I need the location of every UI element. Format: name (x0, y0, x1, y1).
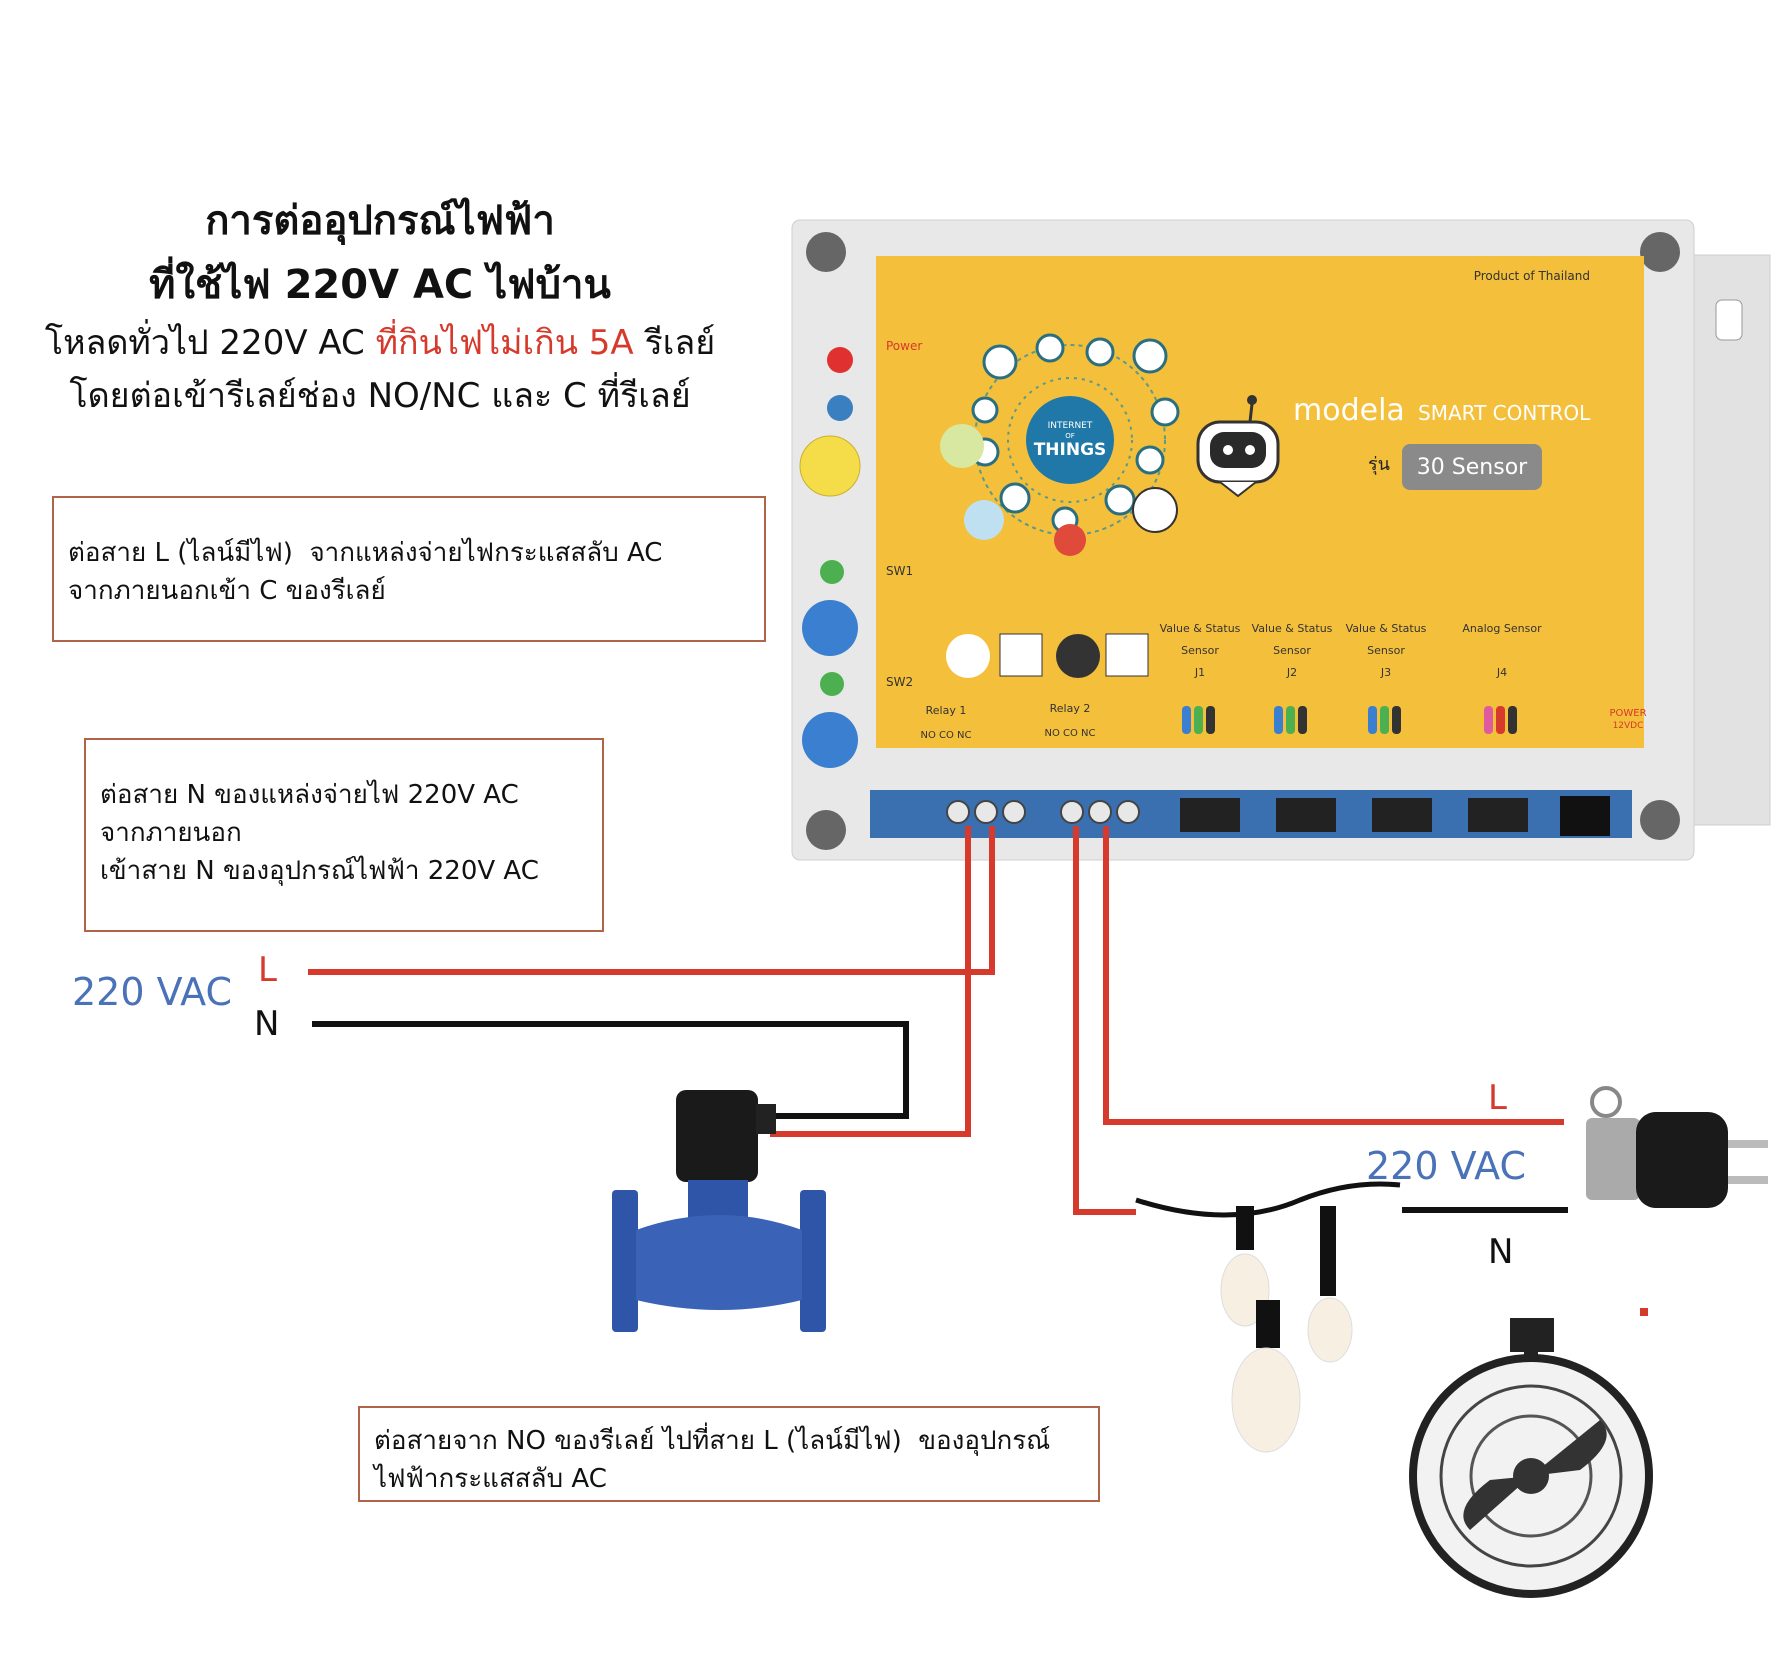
brand-name: modela (1293, 393, 1405, 428)
relay2-live-wire (1103, 826, 1564, 1125)
title-line-2: ที่ใช้ไฟ 220V AC ไฟบ้าน (149, 262, 611, 308)
iot-text-3: THINGS (1034, 440, 1107, 460)
front-panel: INTERNET OF THINGS modela SMART CONTROL … (876, 256, 1647, 748)
port-2-sub: Sensor (1367, 644, 1405, 657)
sw2-label: SW2 (886, 675, 913, 689)
relay-2-label: Relay 2 (1050, 702, 1091, 715)
port-0-wire-2 (1206, 706, 1215, 734)
title-line-4: โดยต่อเข้ารีเลย์ช่อง NO/NC และ C ที่รีเล… (69, 376, 691, 416)
solenoid-valve-icon (612, 1090, 826, 1332)
iot-text-1: INTERNET (1048, 421, 1093, 431)
sw2-button (802, 712, 858, 768)
sw1-led (820, 560, 844, 584)
google-play-icon (1056, 634, 1100, 678)
note-1-line-2: จากภายนอกเข้า C ของรีเลย์ (68, 576, 386, 606)
port-1-wire-1 (1286, 706, 1295, 734)
robot-logo-icon (1196, 395, 1280, 498)
qr-code-android-icon (1105, 633, 1149, 677)
terminal-block (870, 790, 1632, 838)
relay-1-pins: NO CO NC (920, 730, 971, 741)
note-2-line-1: ต่อสาย N ของแหล่งจ่ายไฟ 220V AC (100, 780, 519, 810)
port-1-sub: Sensor (1273, 644, 1311, 657)
note-1-line-1: ต่อสาย L (ไลน์มีไฟ) จากแหล่งจ่ายไฟกระแสส… (68, 538, 663, 568)
qr-code-ios-icon (999, 633, 1043, 677)
port-3-wire-1 (1496, 706, 1505, 734)
port-2-title: Value & Status (1346, 622, 1427, 635)
iot-text-2: OF (1065, 432, 1075, 440)
port-3-title: Analog Sensor (1462, 622, 1542, 635)
port-2-wire-2 (1392, 706, 1401, 734)
port-3-id: J4 (1496, 666, 1507, 679)
live-supply-wire (308, 826, 995, 975)
sw2-led (820, 672, 844, 696)
power-label: Power (886, 339, 922, 353)
note-2-line-2: จากภายนอก (100, 818, 242, 848)
power-in-label: POWER (1609, 708, 1646, 719)
port-1-id: J2 (1286, 666, 1297, 679)
note-2-line-3: เข้าสาย N ของอุปกรณ์ไฟฟ้า 220V AC (100, 856, 539, 886)
port-1-title: Value & Status (1252, 622, 1333, 635)
port-3-wire-0 (1484, 706, 1493, 734)
product-name: SMART CONTROL (1418, 401, 1591, 425)
port-0-wire-0 (1182, 706, 1191, 734)
yellow-button (799, 435, 861, 497)
note-neutral: ต่อสาย N ของแหล่งจ่ายไฟ 220V AC จากภายนอ… (84, 738, 604, 932)
note-live-to-common: ต่อสาย L (ไลน์มีไฟ) จากแหล่งจ่ายไฟกระแสส… (52, 496, 766, 642)
left-supply-voltage: 220 VAC (72, 970, 233, 1014)
title-line-3-highlight: ที่กินไฟไม่เกิน 5A (375, 323, 634, 363)
left-neutral-label: N (254, 1004, 280, 1044)
apple-icon (946, 634, 990, 678)
note-no-to-load: ต่อสายจาก NO ของรีเลย์ ไปที่สาย L (ไลน์ม… (358, 1406, 1100, 1502)
port-1-wire-2 (1298, 706, 1307, 734)
note-3-line-1: ต่อสายจาก NO ของรีเลย์ ไปที่สาย L (ไลน์ม… (374, 1426, 1051, 1456)
red-dot-mark (1640, 1308, 1648, 1316)
port-0-wire-1 (1194, 706, 1203, 734)
title-line-3-a: โหลดทั่วไป 220V AC (44, 323, 376, 363)
title-line-3-c: รีเลย์ (633, 323, 716, 363)
model-prefix: รุ่น (1368, 454, 1390, 475)
power-led (827, 347, 853, 373)
neutral-supply-wire (312, 1021, 909, 1119)
port-0-id: J1 (1194, 666, 1205, 679)
relay-1-label: Relay 1 (926, 704, 967, 717)
port-3-wire-2 (1508, 706, 1517, 734)
relay-2-pins: NO CO NC (1044, 728, 1095, 739)
relay2-no-wire (1073, 826, 1136, 1215)
port-2-wire-0 (1368, 706, 1377, 734)
model-badge: 30 Sensor (1417, 455, 1528, 480)
wires (308, 826, 1568, 1215)
light-bulbs-icon (1135, 1181, 1401, 1453)
port-0-sub: Sensor (1181, 644, 1219, 657)
left-live-label: L (258, 950, 277, 990)
power-in-voltage: 12VDC (1613, 721, 1644, 731)
made-in-label: Product of Thailand (1474, 269, 1590, 283)
port-1-wire-0 (1274, 706, 1283, 734)
relay1-to-valve-wire (770, 826, 971, 1137)
note-3-line-2: ไฟฟ้ากระแสสลับ AC (374, 1464, 607, 1494)
power-plug-icon (1586, 1086, 1768, 1208)
right-supply-voltage: 220 VAC (1366, 1144, 1527, 1188)
right-live-label: L (1488, 1078, 1507, 1118)
port-2-wire-1 (1380, 706, 1389, 734)
sw1-label: SW1 (886, 564, 913, 578)
wall-fan-icon (1409, 1318, 1653, 1598)
title-line-3: โหลดทั่วไป 220V AC ที่กินไฟไม่เกิน 5A รี… (0, 315, 760, 369)
title-line-1: การต่ออุปกรณ์ไฟฟ้า (205, 198, 555, 244)
right-neutral-label: N (1488, 1232, 1514, 1272)
wifi-led (827, 395, 853, 421)
port-2-id: J3 (1380, 666, 1391, 679)
port-0-title: Value & Status (1160, 622, 1241, 635)
sw1-button (802, 600, 858, 656)
